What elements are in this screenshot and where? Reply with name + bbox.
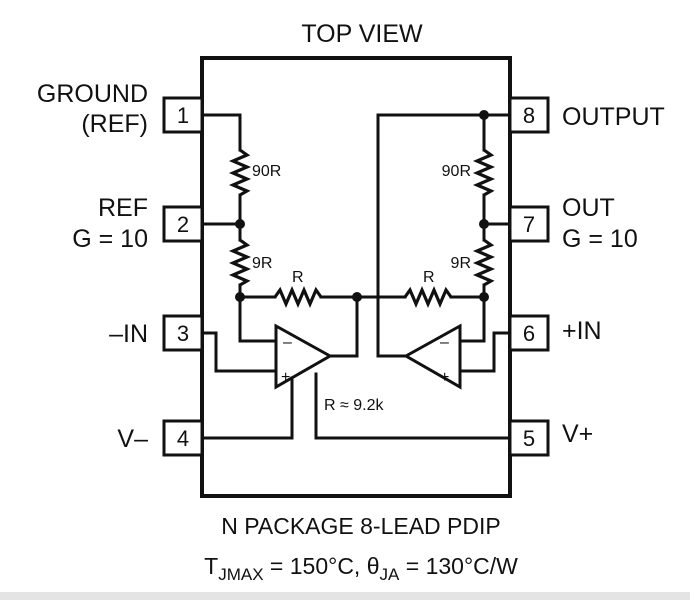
pin-5-label: V+ [562, 420, 593, 448]
tjmax-value: = 150°C, [264, 553, 367, 579]
bottom-strip [0, 592, 690, 600]
wire-output-to-right-amp [376, 113, 512, 358]
wire-left-feedback [238, 295, 278, 343]
pin-7: 7 [508, 205, 550, 243]
tjmax-subscript: JMAX [218, 565, 263, 584]
right-amplifier: – + [402, 323, 462, 390]
pin-3: 3 [162, 314, 204, 352]
pin-7-label-line1: OUT [562, 194, 615, 222]
pin-3-number: 3 [177, 321, 189, 346]
pin-5: 5 [508, 419, 550, 457]
wire-pin6-to-right-amp [458, 331, 512, 373]
center-connection [328, 295, 407, 358]
pin-2-number: 2 [177, 212, 189, 237]
theta-value: = 130°C/W [399, 553, 518, 579]
left-amp-plus-sign: + [281, 369, 290, 386]
package-description: N PACKAGE 8-LEAD PDIP [221, 513, 501, 539]
junction-right-pin8 [479, 110, 489, 120]
pin-8-label: OUTPUT [562, 103, 665, 131]
wire-vminus [200, 376, 294, 440]
pin-1-box [162, 96, 204, 134]
junction-left-pin2 [235, 219, 245, 229]
junction-right-node [479, 292, 489, 302]
junction-center [352, 292, 362, 302]
theta-subscript: JA [380, 565, 401, 584]
junction-left-node [235, 292, 245, 302]
pin-4-number: 4 [177, 426, 189, 451]
label-left-r: R [292, 269, 304, 286]
package-outline [200, 56, 512, 498]
wire-left-amp-output [328, 295, 359, 358]
wire-vplus [314, 372, 512, 440]
pin-6-label: +IN [562, 317, 602, 345]
pin-2-label-line1: REF [98, 194, 148, 222]
pin-2-label-line2: G = 10 [72, 225, 148, 253]
label-left-9r: 9R [252, 255, 272, 272]
pin-1-label-line1: GROUND [37, 80, 148, 108]
pin-7-label-line2: G = 10 [562, 225, 638, 253]
pin-2: 2 [162, 205, 204, 243]
pin-6-box [508, 314, 550, 352]
label-right-r: R [423, 269, 435, 286]
label-right-90r: 90R [442, 163, 471, 180]
pin-2-box [162, 205, 204, 243]
theta-symbol: θ [367, 553, 380, 579]
wire-right-feedback [458, 295, 486, 343]
pin-3-box [162, 314, 204, 352]
pin-8-number: 8 [523, 103, 535, 128]
pin-7-number: 7 [523, 212, 535, 237]
left-amp-minus-sign: – [283, 334, 292, 351]
pin-1-label-line2: (REF) [81, 110, 148, 138]
right-amp-minus-sign: – [440, 334, 449, 351]
wire-pin3-to-left-amp [200, 331, 278, 373]
junction-right-pin7 [479, 219, 489, 229]
pin-6-number: 6 [523, 321, 535, 346]
resistor-right-r [403, 285, 453, 309]
pin-8: 8 [508, 96, 550, 134]
pin-4: 4 [162, 419, 204, 457]
pin-1-number: 1 [177, 103, 189, 128]
wire-pin1 [200, 113, 242, 152]
pin-1: 1 [162, 96, 204, 134]
pin-6: 6 [508, 314, 550, 352]
right-amp-plus-sign: + [440, 369, 449, 386]
pin-3-label: –IN [109, 320, 148, 348]
pin-5-number: 5 [523, 426, 535, 451]
diagram-title: TOP VIEW [301, 20, 423, 48]
label-right-9r: 9R [451, 255, 471, 272]
resistor-value-note: R ≈ 9.2k [324, 397, 384, 414]
tjmax-symbol: T [204, 553, 218, 579]
left-opamp-triangle [274, 323, 334, 390]
label-left-90r: 90R [252, 163, 281, 180]
resistor-left-r [273, 285, 323, 309]
right-opamp-triangle [402, 323, 462, 390]
resistor-right-90r [472, 148, 496, 197]
resistor-left-9r [228, 238, 252, 287]
thermal-spec: TJMAX = 150°C, θJA = 130°C/W [204, 553, 518, 584]
resistor-right-9r [472, 238, 496, 287]
resistor-left-90r [228, 148, 252, 197]
pin-8-box [508, 96, 550, 134]
left-amplifier: – + [274, 323, 334, 390]
pin-4-label: V– [117, 425, 148, 453]
